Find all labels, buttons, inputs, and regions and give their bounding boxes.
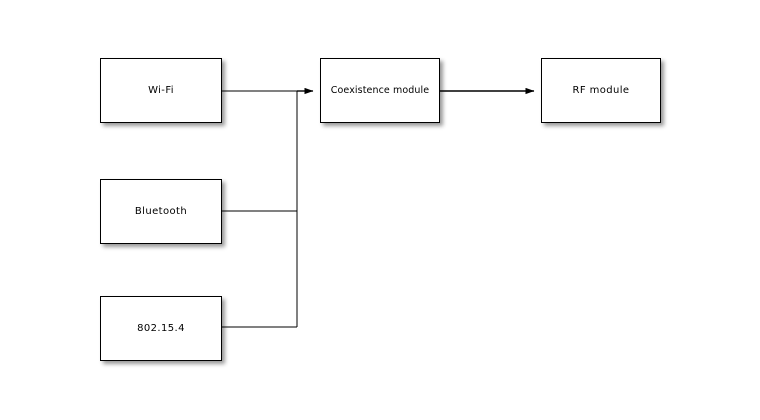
node-coexistence-module[interactable]: Coexistence module <box>320 58 440 123</box>
node-802-15-4-label: 802.15.4 <box>137 322 185 334</box>
node-bluetooth-label: Bluetooth <box>134 205 188 217</box>
node-bluetooth[interactable]: Bluetooth <box>100 179 222 244</box>
node-rf-module-label: RF module <box>572 84 630 96</box>
node-rf-module[interactable]: RF module <box>541 58 661 123</box>
node-wifi[interactable]: Wi-Fi <box>100 58 222 123</box>
node-802-15-4[interactable]: 802.15.4 <box>100 296 222 361</box>
node-wifi-label: Wi-Fi <box>148 84 174 96</box>
node-coexistence-module-label: Coexistence module <box>330 84 430 96</box>
